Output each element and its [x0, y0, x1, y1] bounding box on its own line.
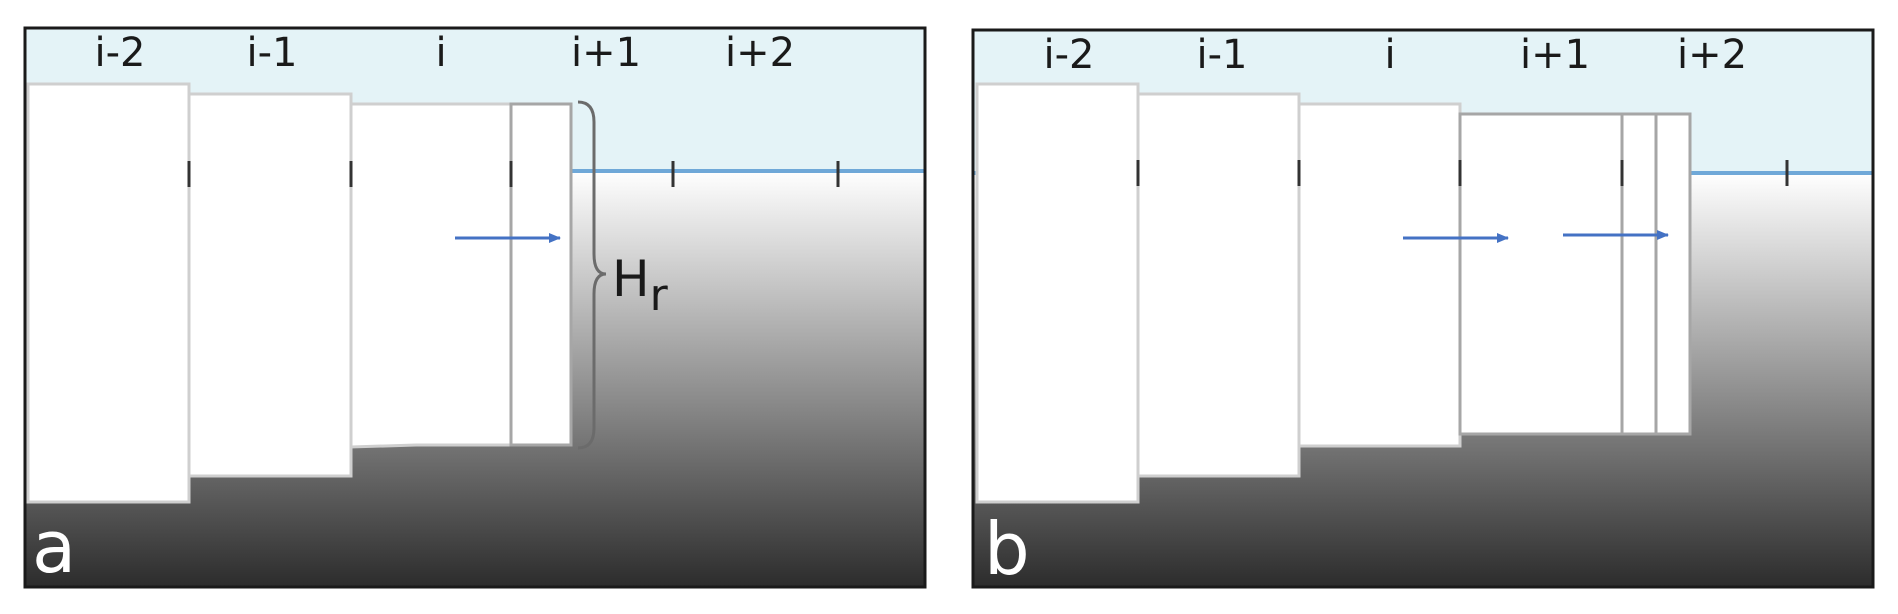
brace-label-subscript: r	[650, 270, 669, 321]
column-label: i+1	[571, 30, 641, 76]
panel-b-letter: b	[984, 507, 1030, 591]
panel-a-column-labels: i-2 i-1 i i+1 i+2	[95, 30, 796, 76]
panel-a-brace	[577, 100, 607, 450]
panel-b-block-i	[1297, 102, 1462, 448]
panel-b: i-2 i-1 i i+1 i+2 b	[971, 28, 1875, 591]
panel-b-block-i+2-strip-2	[1654, 112, 1692, 436]
panel-b-column-labels: i-2 i-1 i i+1 i+2	[1044, 32, 1748, 78]
panel-a-block-i+1-partial	[509, 102, 573, 447]
panel-a-letter: a	[32, 505, 76, 589]
panel-b-block-i-2	[975, 82, 1140, 504]
column-label: i+2	[725, 30, 795, 76]
panel-b-block-i-1	[1136, 92, 1301, 478]
column-label: i-2	[95, 30, 146, 76]
panel-a-brace-label: Hr	[612, 250, 669, 321]
panel-b-ticks	[1136, 160, 1789, 186]
column-label: i+1	[1520, 32, 1590, 78]
column-label: i-1	[1197, 32, 1248, 78]
column-label: i+2	[1677, 32, 1747, 78]
panel-a-frame	[23, 26, 927, 589]
panel-a-ticks	[187, 161, 840, 187]
column-label: i-1	[247, 30, 298, 76]
panel-b-block-i+2-strip-1	[1620, 112, 1658, 436]
panel-a-block-i	[349, 102, 513, 449]
panel-a-block-i-2	[26, 82, 191, 504]
column-label: i	[1384, 32, 1395, 78]
column-label: i	[435, 30, 446, 76]
column-label: i-2	[1044, 32, 1095, 78]
panel-a-block-i-1	[187, 92, 353, 478]
panel-a: Hr i-2 i-1 i i+1 i+2 a	[23, 26, 927, 589]
panel-b-frame	[971, 28, 1875, 589]
panel-b-block-i+1	[1458, 112, 1624, 436]
